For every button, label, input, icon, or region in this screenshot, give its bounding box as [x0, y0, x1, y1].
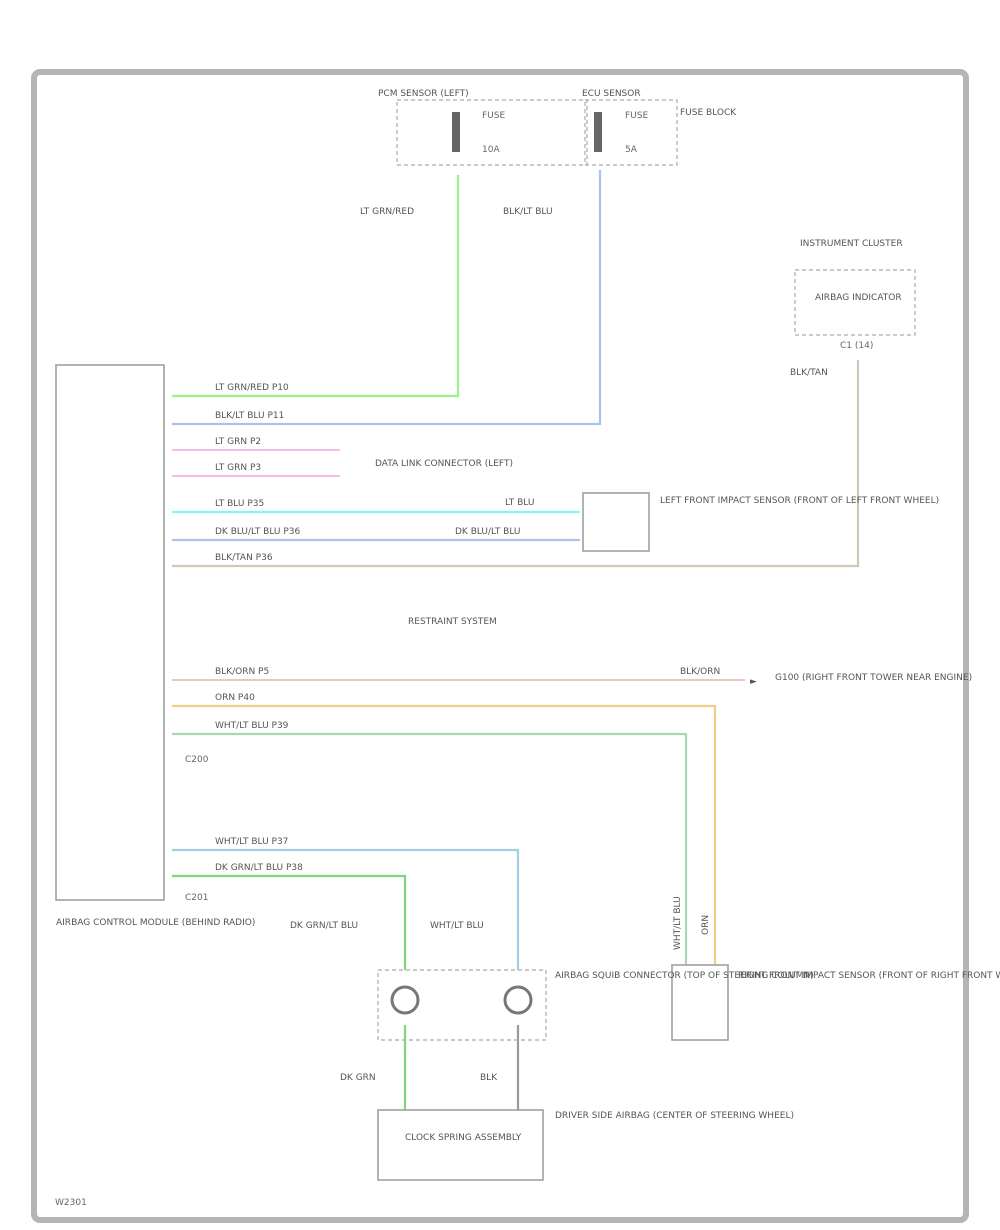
bottom-wire-label-1: DK GRN [340, 1073, 376, 1083]
right-connector-pin-icon [503, 985, 533, 1015]
left-connector-pin-icon [390, 985, 420, 1015]
row-labels: LT GRN/RED P10 BLK/LT BLU P11 LT GRN P2 … [185, 383, 303, 903]
left-front-sensor-label: LEFT FRONT IMPACT SENSOR (FRONT OF LEFT … [660, 496, 939, 506]
dark-green-wire-label: DK GRN/LT BLU [290, 921, 358, 931]
wires [172, 170, 860, 1110]
row-label-5: LT BLU P35 [215, 499, 264, 509]
airbag-control-module [55, 364, 165, 901]
right-front-impact-sensor [671, 964, 729, 1041]
right-fuse-label-2: 5A [625, 145, 638, 155]
instrument-cluster-box [794, 269, 916, 336]
left-front-impact-sensor [582, 492, 650, 552]
dark-blue-wire-label: DK BLU/LT BLU [455, 527, 521, 537]
blue-wire [172, 170, 602, 426]
row-label-11: WHT/LT BLU P37 [215, 837, 288, 847]
tag-c201: C201 [185, 893, 208, 903]
row-label-1: LT GRN/RED P10 [215, 383, 289, 393]
row-label-2: BLK/LT BLU P11 [215, 411, 284, 421]
top-left-component-box [396, 99, 588, 166]
light-blue-wire [172, 848, 520, 970]
row-label-3: LT GRN P2 [215, 437, 261, 447]
orange-wire [172, 704, 717, 965]
top-right-note: FUSE BLOCK [680, 108, 737, 118]
row-label-4: LT GRN P3 [215, 463, 261, 473]
row-label-9: ORN P40 [215, 693, 255, 703]
clockspring-connector-box [377, 969, 547, 1041]
row-label-12: DK GRN/LT BLU P38 [215, 863, 303, 873]
center-note: RESTRAINT SYSTEM [408, 617, 497, 627]
green-wire [172, 732, 688, 965]
instrument-cluster-inner: AIRBAG INDICATOR [815, 293, 902, 303]
tag-c200: C200 [185, 755, 209, 765]
tan-wire [172, 360, 860, 568]
row-label-7: BLK/TAN P36 [215, 553, 273, 563]
top-right-component-label: ECU SENSOR [582, 89, 641, 99]
lt-green-wire-label: LT GRN/RED [360, 207, 414, 217]
right-fuse-label-1: FUSE [625, 111, 648, 121]
red-wire-label: BLK/ORN [680, 667, 720, 677]
top-sensor-group: PCM SENSOR (LEFT) ECU SENSOR FUSE BLOCK … [378, 89, 737, 166]
dark-green-wire [172, 874, 407, 970]
blue-wire-label: BLK/LT BLU [503, 207, 553, 217]
left-fuse-element [452, 112, 460, 152]
right-fuse-element [594, 112, 602, 152]
tan-wire-label: BLK/TAN [790, 368, 828, 378]
top-right-component-box [584, 99, 678, 166]
left-fuse-label-2: 10A [482, 145, 500, 155]
right-wire-label-2: ORN [701, 915, 711, 935]
right-sensor-label: RIGHT FRONT IMPACT SENSOR (FRONT OF RIGH… [738, 971, 1000, 981]
clockspring-label: AIRBAG SQUIB CONNECTOR (TOP OF STEERING … [555, 971, 814, 981]
row-label-10: WHT/LT BLU P39 [215, 721, 289, 731]
instrument-cluster-group: INSTRUMENT CLUSTER AIRBAG INDICATOR C1 (… [790, 239, 916, 378]
left-fuse-label-1: FUSE [482, 111, 505, 121]
cyan-wire-label: LT BLU [505, 498, 534, 508]
ground-note: G100 (RIGHT FRONT TOWER NEAR ENGINE) [775, 673, 972, 683]
lt-green-wire [172, 175, 460, 398]
data-link-connector-note: DATA LINK CONNECTOR (LEFT) [375, 459, 513, 469]
clock-spring-label: CLOCK SPRING ASSEMBLY [405, 1133, 522, 1143]
instrument-cluster-pin: C1 (14) [840, 341, 873, 351]
row-label-8: BLK/ORN P5 [215, 667, 269, 677]
diagram-frame [31, 69, 969, 1223]
module-label: AIRBAG CONTROL MODULE (BEHIND RADIO) [56, 918, 255, 928]
bottom-wire-label-2: BLK [480, 1073, 498, 1083]
row-label-6: DK BLU/LT BLU P36 [215, 527, 301, 537]
clock-spring-assembly [377, 1109, 544, 1181]
light-blue-wire-label: WHT/LT BLU [430, 921, 484, 931]
ground-icon: ► [750, 677, 757, 687]
top-left-component-label: PCM SENSOR (LEFT) [378, 89, 469, 99]
instrument-cluster-title: INSTRUMENT CLUSTER [800, 239, 903, 249]
driver-airbag-label: DRIVER SIDE AIRBAG (CENTER OF STEERING W… [555, 1111, 794, 1121]
right-wire-label-1: WHT/LT BLU [673, 896, 683, 950]
footer-id: W2301 [55, 1198, 87, 1208]
